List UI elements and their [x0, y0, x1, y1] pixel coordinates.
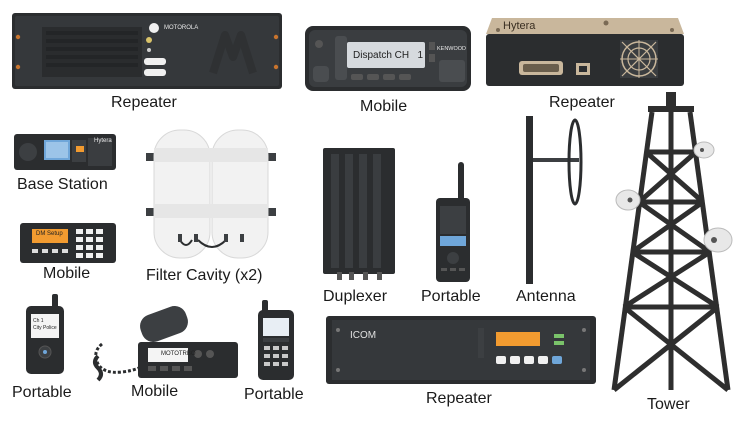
tower-body — [611, 92, 733, 392]
label-filter-cavity: Filter Cavity (x2) — [146, 267, 263, 284]
motorola-brand: MOTOROLA — [164, 25, 199, 31]
label-portable-kenwood: Portable — [421, 288, 481, 305]
label-antenna: Antenna — [516, 288, 576, 305]
label-tower: Tower — [647, 396, 690, 413]
label-base-station: Base Station — [17, 176, 108, 193]
label-mobile-kenwood: Mobile — [360, 98, 408, 115]
kenwood-brand: KENWOOD — [437, 46, 467, 52]
ethernet-port-icon — [576, 63, 590, 75]
kenwood-display: Dispatch CH 1 — [353, 49, 424, 61]
filter-cavity — [146, 128, 276, 270]
motorola-portable-body — [26, 294, 64, 374]
tower — [608, 92, 736, 392]
dish-icon — [615, 141, 733, 253]
label-mobile-small: Mobile — [43, 265, 91, 282]
label-repeater-motorola: Repeater — [111, 94, 177, 111]
base-station-brand: Hytera — [94, 138, 112, 144]
db-connector-icon — [519, 61, 563, 75]
label-repeater-hytera: Repeater — [549, 94, 615, 111]
label-portable-motorola: Portable — [12, 384, 72, 401]
antenna — [520, 116, 590, 284]
motorola-repeater-body — [12, 13, 282, 89]
hytera-repeater: Hytera — [486, 18, 684, 88]
small-mobile: DM Setup — [20, 223, 116, 263]
icom-repeater-body — [326, 316, 596, 384]
grille-icon — [42, 27, 142, 77]
filter-cavity-body — [146, 129, 276, 259]
small-mobile-display: DM Setup — [36, 231, 63, 237]
duplexer — [323, 148, 395, 280]
portable-motorola-line2: City Police — [33, 325, 57, 331]
label-portable-hytera: Portable — [244, 386, 304, 403]
label-duplexer: Duplexer — [323, 288, 388, 305]
base-station-body — [14, 134, 116, 170]
icom-brand: ICOM — [350, 330, 377, 341]
antenna-body — [526, 116, 583, 284]
fan-icon — [620, 40, 658, 78]
kenwood-portable — [432, 162, 472, 282]
label-repeater-icom: Repeater — [426, 390, 492, 407]
portable-motorola-line1: Ch 1 — [33, 318, 44, 324]
hytera-repeater-body — [486, 18, 684, 86]
motorola-mobile-body — [93, 306, 238, 382]
label-mobile-motorola: Mobile — [131, 383, 179, 400]
kenwood-mobile-body — [305, 26, 471, 91]
base-station: Hytera — [14, 134, 116, 170]
hytera-brand: Hytera — [503, 20, 536, 32]
icom-repeater: ICOM — [326, 316, 596, 384]
motorola-portable: Ch 1 City Police — [24, 294, 66, 374]
kenwood-mobile: Dispatch CH 1 KENWOOD — [305, 26, 471, 91]
mobile-motorola-display: MOTOTRBO — [161, 351, 196, 357]
led-icon — [554, 334, 564, 345]
hytera-portable — [256, 300, 296, 380]
duplexer-body — [323, 148, 395, 280]
motorola-repeater: MOTOROLA — [12, 13, 282, 89]
motorola-mobile: MOTOTRBO — [88, 304, 240, 382]
hytera-portable-body — [258, 300, 294, 380]
kenwood-portable-body — [436, 162, 470, 282]
small-mobile-body — [20, 223, 116, 263]
